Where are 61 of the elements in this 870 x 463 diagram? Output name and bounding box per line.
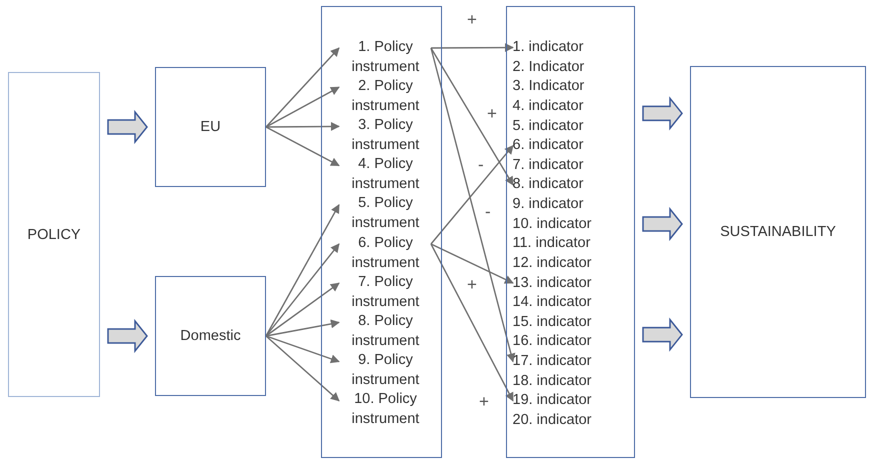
arrow (430, 48, 516, 362)
arrow (431, 43, 514, 52)
indicator-label: 5. indicator (512, 116, 584, 136)
arrow (266, 122, 340, 131)
arrow (266, 335, 340, 402)
indicator-label: 13. indicator (512, 274, 592, 293)
indicator-label: 4. indicator (512, 96, 584, 116)
box (155, 276, 266, 396)
box-label: EU (200, 118, 221, 137)
indicator-label: 15. indicator (512, 312, 592, 332)
box-label: SUSTAINABILITY (720, 223, 836, 242)
box (8, 72, 100, 397)
instrument-label: 7. Policy instrument (350, 272, 420, 312)
arrow (430, 243, 514, 284)
indicator-label: 16. indicator (512, 332, 592, 352)
arrow (430, 144, 514, 244)
block-arrow (642, 318, 683, 352)
box (155, 67, 266, 187)
instrument-label: 2. Policy instrument (350, 76, 420, 116)
indicator-label: 12. indicator (512, 254, 592, 273)
arrow (265, 243, 340, 336)
block-arrow (107, 318, 148, 354)
instrument-label: 3. Policy instrument (350, 116, 420, 155)
box (690, 66, 866, 398)
indicator-label: 18. indicator (512, 372, 592, 391)
instrument-label: 9. Policy instrument (350, 351, 420, 390)
instrument-label: 8. Policy instrument (350, 312, 420, 351)
arrow (266, 282, 340, 337)
block-arrow (642, 206, 683, 242)
indicator-label: 9. indicator (512, 195, 584, 214)
arrow (266, 86, 340, 128)
indicator-label: 11. indicator (512, 234, 592, 254)
box-label: Domestic (180, 327, 241, 346)
indicator-label: 10. indicator (512, 214, 592, 234)
instrument-label: 1. Policy instrument (350, 38, 420, 76)
column-box (321, 6, 442, 458)
arrow (266, 319, 340, 337)
indicator-label: 20. indicator (512, 410, 592, 430)
indicator-label: 19. indicator (512, 391, 592, 410)
arrow (266, 126, 340, 166)
instrument-label: 5. Policy instrument (350, 194, 420, 234)
box-label: POLICY (27, 226, 81, 244)
arrow (265, 204, 340, 336)
instrument-label: 10. Policy instrument (350, 390, 420, 430)
column-box (506, 6, 635, 458)
arrow (430, 48, 514, 186)
block-arrow (107, 110, 148, 144)
indicator-label: 8. indicator (512, 175, 584, 194)
instrument-label: 6. Policy instrument (350, 234, 420, 272)
indicator-label: 6. indicator (512, 136, 584, 156)
block-arrow (642, 96, 683, 130)
indicator-label: 17. indicator (512, 352, 592, 372)
indicator-label: 7. indicator (512, 156, 584, 175)
indicator-label: 1. indicator (512, 38, 584, 57)
indicator-label: 3. Indicator (512, 77, 586, 96)
arrow (430, 244, 514, 402)
arrow (265, 47, 340, 128)
arrow (266, 335, 340, 364)
instrument-label: 4. Policy instrument (350, 155, 420, 194)
indicator-label: 14. indicator (512, 293, 592, 312)
indicator-label: 2. Indicator (512, 58, 586, 77)
